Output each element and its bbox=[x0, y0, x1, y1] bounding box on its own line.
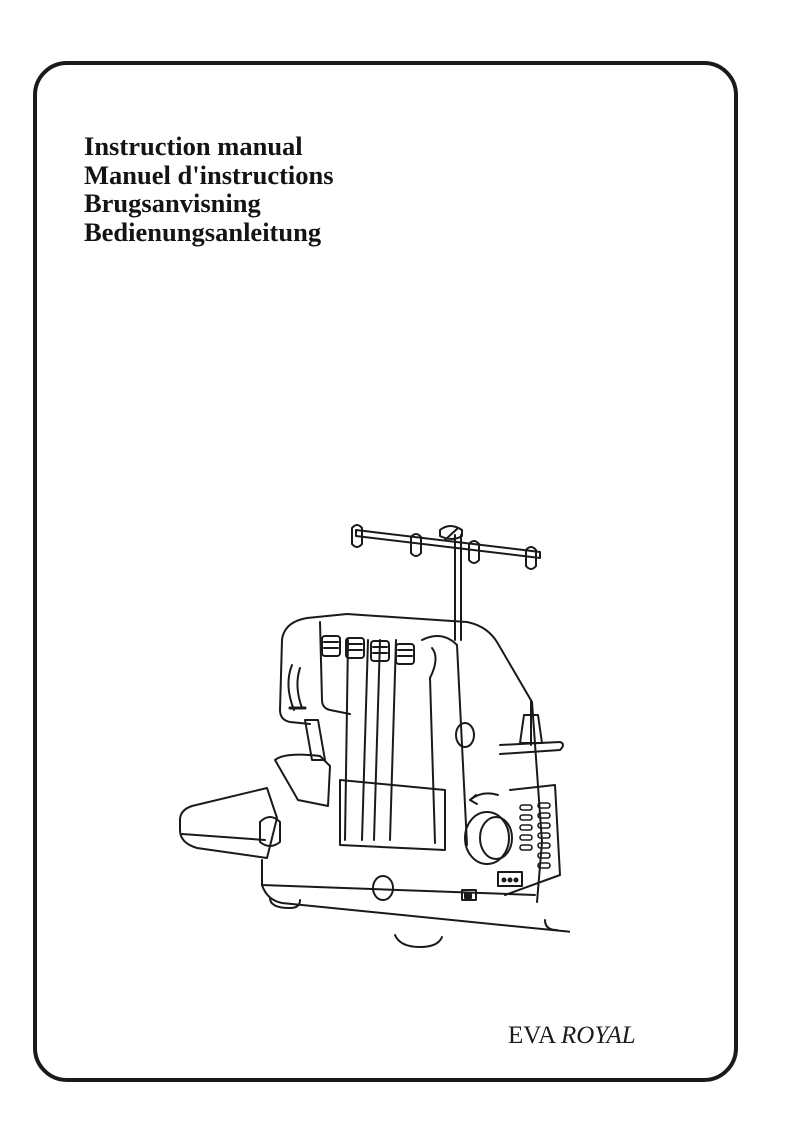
power-socket-icon bbox=[497, 871, 523, 887]
handwheel-icon bbox=[464, 792, 513, 865]
overlock-machine-illustration bbox=[179, 524, 570, 948]
power-switch-icon bbox=[461, 889, 477, 901]
cover-border-frame bbox=[33, 61, 738, 1082]
title-french: Manuel d'instructions bbox=[84, 159, 334, 190]
front-knob-icon bbox=[372, 875, 394, 901]
title-german: Bedienungsanleitung bbox=[84, 216, 322, 247]
needle-area bbox=[274, 719, 331, 807]
title-english: Instruction manual bbox=[84, 131, 303, 161]
cone-holder-icon bbox=[499, 699, 564, 755]
ventilation-slots bbox=[519, 802, 551, 869]
model-name: EVA ROYAL bbox=[508, 1022, 636, 1050]
machine-body bbox=[279, 613, 543, 903]
machine-base bbox=[261, 884, 570, 948]
cover-titles: Instruction manual Manuel d'instructions… bbox=[84, 132, 334, 246]
model-brand: EVA bbox=[508, 1022, 555, 1049]
title-danish: Brugsanvisning bbox=[84, 188, 261, 218]
thread-stand-icon bbox=[351, 524, 541, 641]
model-series: ROYAL bbox=[561, 1022, 636, 1049]
machine-bed bbox=[179, 779, 536, 896]
